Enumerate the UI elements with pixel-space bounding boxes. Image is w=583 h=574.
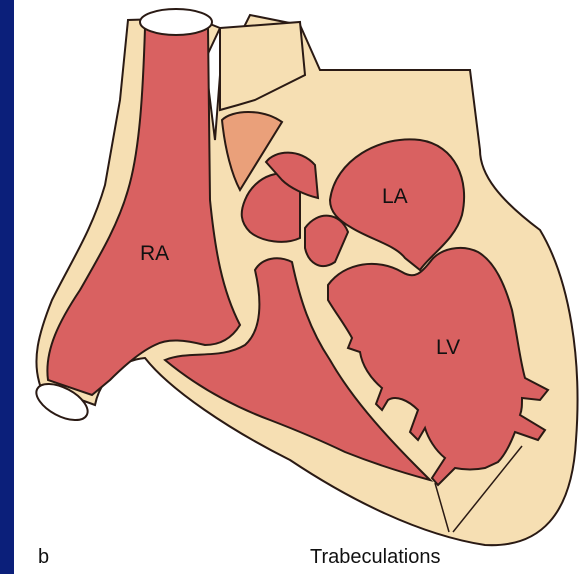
right-atrium-cavity — [47, 28, 240, 395]
label-la: LA — [382, 185, 408, 208]
panel-label: b — [38, 546, 49, 568]
superior-vena-cava-opening — [140, 9, 212, 35]
label-lv: LV — [436, 336, 460, 359]
label-ra: RA — [140, 242, 169, 265]
trabeculations-caption: Trabeculations — [310, 546, 440, 568]
